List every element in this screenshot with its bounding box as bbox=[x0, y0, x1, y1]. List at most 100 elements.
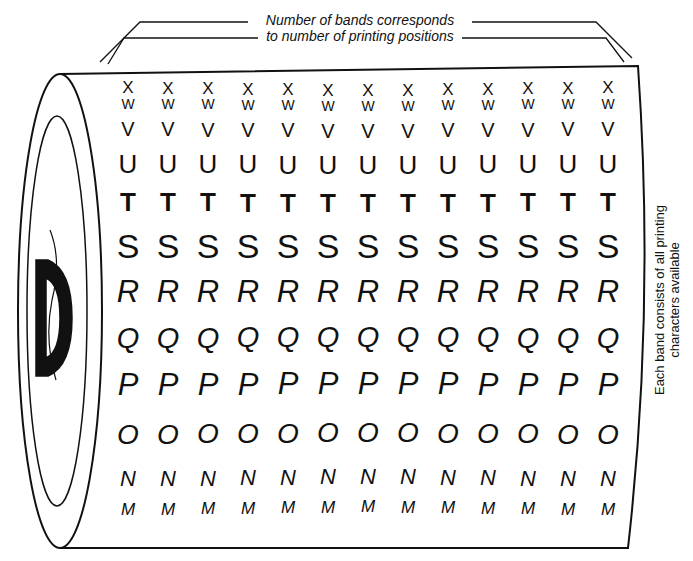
drum-character: Q bbox=[477, 323, 500, 352]
drum-character: S bbox=[437, 229, 460, 263]
drum-character: X bbox=[122, 79, 133, 96]
drum-character: W bbox=[361, 99, 374, 113]
drum-character: O bbox=[597, 421, 619, 449]
drum-character: P bbox=[598, 369, 619, 400]
drum-character: O bbox=[397, 419, 419, 447]
drum-character: W bbox=[401, 99, 414, 113]
drum-character: N bbox=[280, 467, 296, 489]
drum-character: M bbox=[241, 499, 255, 516]
drum-character: O bbox=[357, 419, 379, 447]
drum-character: T bbox=[360, 190, 376, 216]
drum-character: Q bbox=[277, 323, 300, 352]
drum-character: T bbox=[480, 190, 496, 216]
drum-character: R bbox=[557, 276, 579, 307]
drum-character: U bbox=[119, 151, 138, 177]
drum-character: V bbox=[481, 120, 494, 140]
drum-character: Q bbox=[197, 323, 220, 352]
drum-character: S bbox=[117, 229, 140, 263]
drum-character: W bbox=[521, 97, 534, 111]
drum-character: X bbox=[242, 80, 253, 97]
drum-character: O bbox=[437, 420, 459, 448]
drum-character: N bbox=[160, 468, 176, 490]
drum-character: O bbox=[237, 420, 259, 448]
drum-character: N bbox=[360, 466, 376, 488]
drum-character: T bbox=[320, 190, 336, 216]
drum-character: P bbox=[518, 368, 539, 399]
drum-character: O bbox=[197, 420, 219, 448]
drum-character: M bbox=[281, 499, 295, 516]
drum-character: S bbox=[197, 229, 220, 263]
drum-character: U bbox=[439, 152, 458, 178]
drum-character: Q bbox=[237, 323, 260, 352]
drum-character: P bbox=[558, 369, 579, 400]
drum-character: P bbox=[318, 368, 339, 399]
drum-character: M bbox=[161, 500, 175, 517]
bracket-line bbox=[108, 38, 258, 64]
drum-character: P bbox=[438, 368, 459, 399]
drum-character: T bbox=[520, 189, 536, 215]
drum-character: W bbox=[121, 97, 134, 111]
drum-character: R bbox=[597, 276, 619, 307]
drum-character: N bbox=[120, 468, 136, 490]
drum-character: R bbox=[197, 276, 219, 307]
drum-character: Q bbox=[117, 323, 140, 352]
drum-character: V bbox=[521, 120, 534, 140]
drum-character: V bbox=[161, 119, 174, 139]
drum-character: R bbox=[277, 276, 299, 307]
drum-character: S bbox=[517, 229, 540, 263]
drum-character: S bbox=[597, 229, 620, 263]
drum-character: V bbox=[321, 121, 334, 141]
drum-end bbox=[18, 74, 102, 548]
drum-character: X bbox=[442, 81, 453, 98]
drum-character: T bbox=[200, 189, 216, 215]
drum-character: R bbox=[237, 276, 259, 307]
drum-character: N bbox=[200, 468, 216, 490]
drum-character: O bbox=[517, 420, 539, 448]
drum-character: P bbox=[198, 368, 219, 399]
bracket-line bbox=[462, 38, 624, 62]
drum-character: S bbox=[157, 229, 180, 263]
drum-character: P bbox=[118, 369, 139, 400]
drum-character: M bbox=[601, 501, 615, 518]
drum-character: W bbox=[321, 99, 334, 113]
drum-character: W bbox=[281, 98, 294, 112]
drum-character: T bbox=[600, 189, 616, 215]
drum-character: N bbox=[560, 468, 576, 490]
drum-character: X bbox=[362, 82, 373, 99]
drum-character: N bbox=[520, 468, 536, 490]
drum-character: U bbox=[559, 151, 578, 177]
drum-character: X bbox=[562, 79, 573, 96]
drum-character: X bbox=[482, 80, 493, 97]
drum-character: S bbox=[557, 229, 580, 263]
drum-character: T bbox=[400, 190, 416, 216]
drum-character: P bbox=[238, 368, 259, 399]
drum-character: M bbox=[521, 500, 535, 517]
drum-character: T bbox=[240, 190, 256, 216]
drum-character: S bbox=[357, 229, 380, 263]
drum-character: Q bbox=[437, 323, 460, 352]
drum-character: M bbox=[481, 499, 495, 516]
drum-character: P bbox=[478, 368, 499, 399]
drum-character: M bbox=[441, 499, 455, 516]
drum-character: U bbox=[519, 151, 538, 177]
drum-character: N bbox=[400, 466, 416, 488]
drum-character: N bbox=[240, 467, 256, 489]
drum-character: T bbox=[160, 189, 176, 215]
drum-character: W bbox=[561, 97, 574, 111]
drum-character: Q bbox=[357, 323, 380, 352]
drum-character: M bbox=[401, 498, 415, 515]
drum-character: T bbox=[280, 190, 296, 216]
drum-character: V bbox=[201, 120, 214, 140]
drum-character: X bbox=[402, 81, 413, 98]
drum-character: W bbox=[161, 97, 174, 111]
drum-character: R bbox=[317, 276, 339, 307]
drum-character: U bbox=[199, 151, 218, 177]
drum-character: R bbox=[517, 276, 539, 307]
drum-character: W bbox=[201, 97, 214, 111]
drum-character: Q bbox=[157, 323, 180, 352]
drum-character: T bbox=[560, 189, 576, 215]
drum-character: Q bbox=[517, 323, 540, 352]
drum-character: M bbox=[361, 498, 375, 515]
drum-character: R bbox=[477, 276, 499, 307]
drum-character: X bbox=[322, 81, 333, 98]
